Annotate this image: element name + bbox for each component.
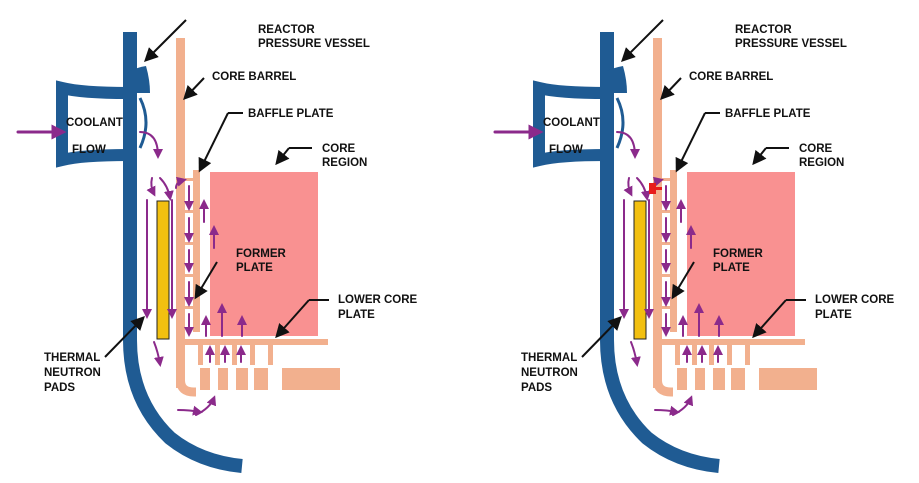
label-core-barrel: CORE BARREL — [689, 71, 773, 83]
label-baffle-plate: BAFFLE PLATE — [248, 108, 334, 120]
coolant-label-line2: FLOW — [72, 144, 106, 156]
coolant-label-line2: FLOW — [549, 144, 583, 156]
defect-marker — [649, 183, 662, 194]
label-baffle-plate: BAFFLE PLATE — [725, 108, 811, 120]
coolant-label-line1: COOLANT — [66, 117, 123, 129]
coolant-label-line1: COOLANT — [543, 117, 600, 129]
label-core-barrel: CORE BARREL — [212, 71, 296, 83]
